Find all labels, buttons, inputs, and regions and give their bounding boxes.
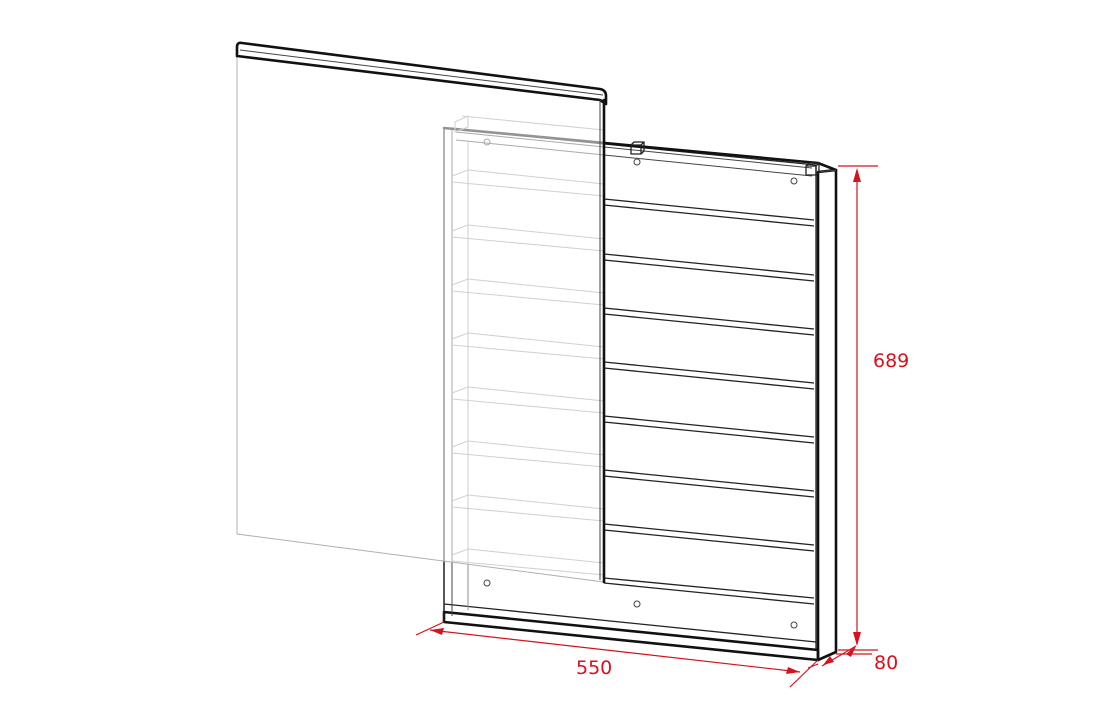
height-label: 689	[873, 350, 909, 372]
cabinet-right-side	[816, 168, 838, 662]
glass-door	[235, 41, 608, 584]
shelf-7	[603, 523, 815, 552]
glass-door-top-rail	[235, 41, 608, 106]
shelf-5	[603, 415, 815, 444]
shelf-3	[603, 307, 815, 336]
shelf-2	[603, 253, 815, 282]
top-spacers	[630, 141, 820, 176]
width-label: 550	[576, 657, 612, 679]
shelf-8	[603, 577, 815, 605]
shelf-4	[603, 361, 815, 390]
depth-label: 80	[874, 652, 898, 674]
height-dimension: 689	[838, 165, 909, 651]
depth-dimension: 80	[807, 645, 898, 674]
glass-door-pane	[236, 55, 605, 583]
shelf-1	[603, 198, 815, 227]
cabinet-shelves	[603, 198, 815, 605]
width-dimension: 550	[415, 621, 819, 688]
shelf-6	[603, 469, 815, 498]
